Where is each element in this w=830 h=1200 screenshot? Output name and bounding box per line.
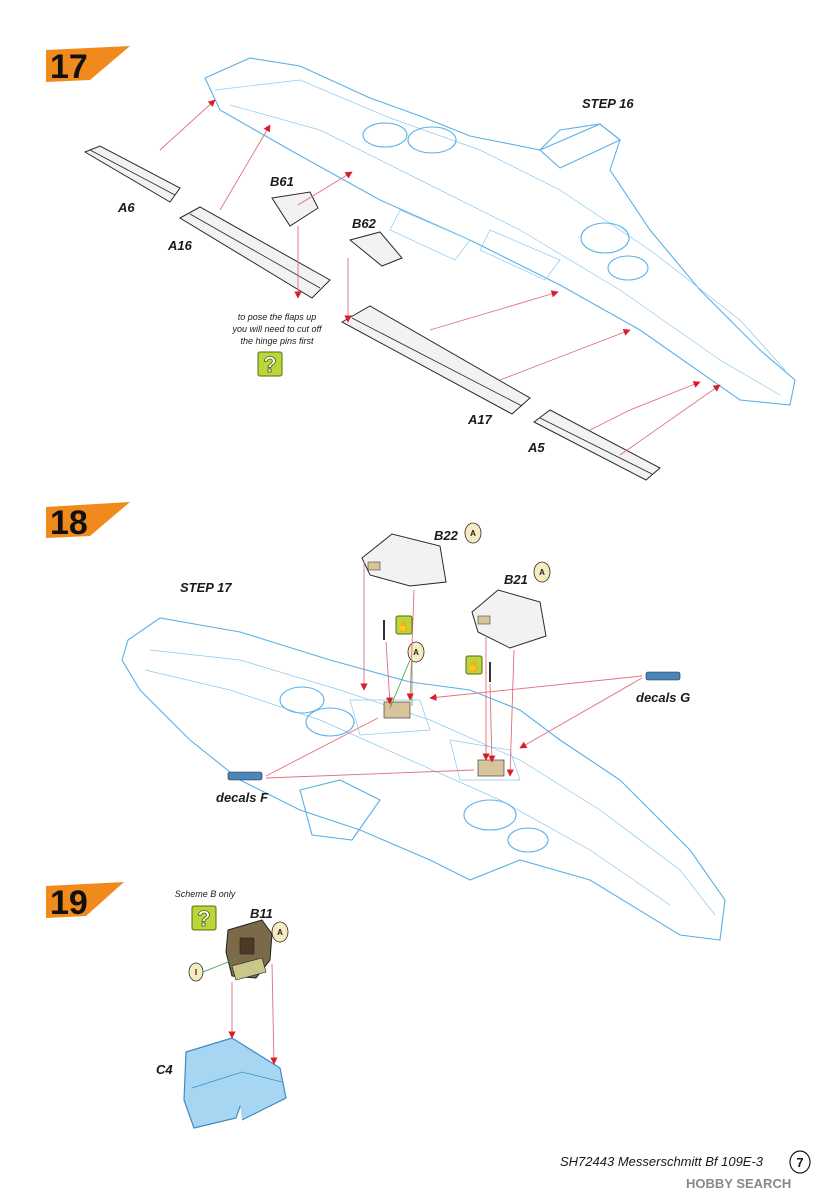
paint-leader-line <box>202 957 239 973</box>
note-line-3: the hinge pins first <box>240 336 314 346</box>
step-19-section: 19 Scheme B only ? B11 A I C4 <box>46 882 289 1129</box>
step-17-reference: STEP 16 <box>582 96 634 111</box>
watermark: HOBBY SEARCH <box>686 1176 791 1191</box>
step-18-tab: 18 <box>46 502 130 542</box>
step-17-tab: 17 <box>46 46 130 86</box>
label-b21: B21 <box>504 572 528 587</box>
part-b22 <box>361 533 447 587</box>
svg-text:A: A <box>539 568 545 577</box>
paint-code-icon: I <box>188 962 204 982</box>
label-b11: B11 <box>250 906 273 921</box>
svg-text:?: ? <box>197 906 210 931</box>
question-mark-icon: ? <box>191 905 217 931</box>
paint-leader-lines <box>389 659 413 709</box>
part-b61 <box>271 191 319 227</box>
hand-icon: ✋ <box>395 615 413 635</box>
svg-text:A: A <box>277 928 283 937</box>
part-a6 <box>83 145 181 203</box>
part-a17 <box>340 305 531 415</box>
step-19-tab: 19 <box>46 882 124 922</box>
label-decals-f: decals F <box>216 790 269 805</box>
step-17-note: to pose the flaps up you will need to cu… <box>231 312 323 346</box>
svg-text:?: ? <box>263 352 276 377</box>
step-18-reference: STEP 17 <box>180 580 232 595</box>
page-number-circle <box>789 1150 811 1174</box>
decals-f-icon <box>227 771 263 781</box>
step-17-section: 17 A6 A16 B61 <box>46 46 796 481</box>
label-b62: B62 <box>352 216 377 231</box>
note-line-1: to pose the flaps up <box>238 312 317 322</box>
label-a5: A5 <box>527 440 545 455</box>
part-a5 <box>533 409 661 481</box>
paint-code-icon: A <box>271 921 289 943</box>
part-b11 <box>225 919 273 981</box>
step-18-section: 18 STEP 17 B22 A <box>46 502 726 941</box>
step-18-number: 18 <box>50 504 88 542</box>
paint-code-icon: A <box>407 641 425 663</box>
part-b62 <box>348 231 403 267</box>
label-b22: B22 <box>434 528 459 543</box>
label-c4: C4 <box>156 1062 173 1077</box>
label-b61: B61 <box>270 174 294 189</box>
wheel-bay-left <box>383 701 411 719</box>
label-a6: A6 <box>117 200 135 215</box>
step-19-note: Scheme B only <box>175 889 236 899</box>
part-a16 <box>179 206 331 299</box>
step-17-number: 17 <box>50 48 88 86</box>
step-18-assembly-arrows <box>265 562 643 779</box>
part-b21 <box>471 589 547 649</box>
part-c4-clear <box>183 1037 287 1129</box>
label-decals-g: decals G <box>636 690 690 705</box>
svg-text:I: I <box>195 968 197 977</box>
svg-text:A: A <box>413 648 419 657</box>
step-19-number: 19 <box>50 884 88 922</box>
step-19-assembly-arrows <box>228 963 278 1065</box>
footer-title: SH72443 Messerschmitt Bf 109E-3 <box>560 1154 764 1169</box>
svg-text:✋: ✋ <box>397 620 411 633</box>
svg-text:A: A <box>470 529 476 538</box>
paint-code-icon: A <box>533 561 551 583</box>
wheel-bay-right <box>477 759 505 777</box>
label-a17: A17 <box>467 412 493 427</box>
page-number: 7 <box>796 1155 803 1170</box>
label-a16: A16 <box>167 238 193 253</box>
note-line-2: you will need to cut off <box>231 324 323 334</box>
svg-text:✋: ✋ <box>467 660 481 673</box>
step-17-wing-outline <box>204 57 796 406</box>
paint-code-icon: A <box>464 522 482 544</box>
question-mark-icon: ? <box>257 351 283 377</box>
decals-g-icon <box>645 671 681 681</box>
hand-icon: ✋ <box>465 655 483 675</box>
step-17-assembly-arrows <box>159 99 721 456</box>
footer: SH72443 Messerschmitt Bf 109E-3 7 HOBBY … <box>560 1150 811 1191</box>
